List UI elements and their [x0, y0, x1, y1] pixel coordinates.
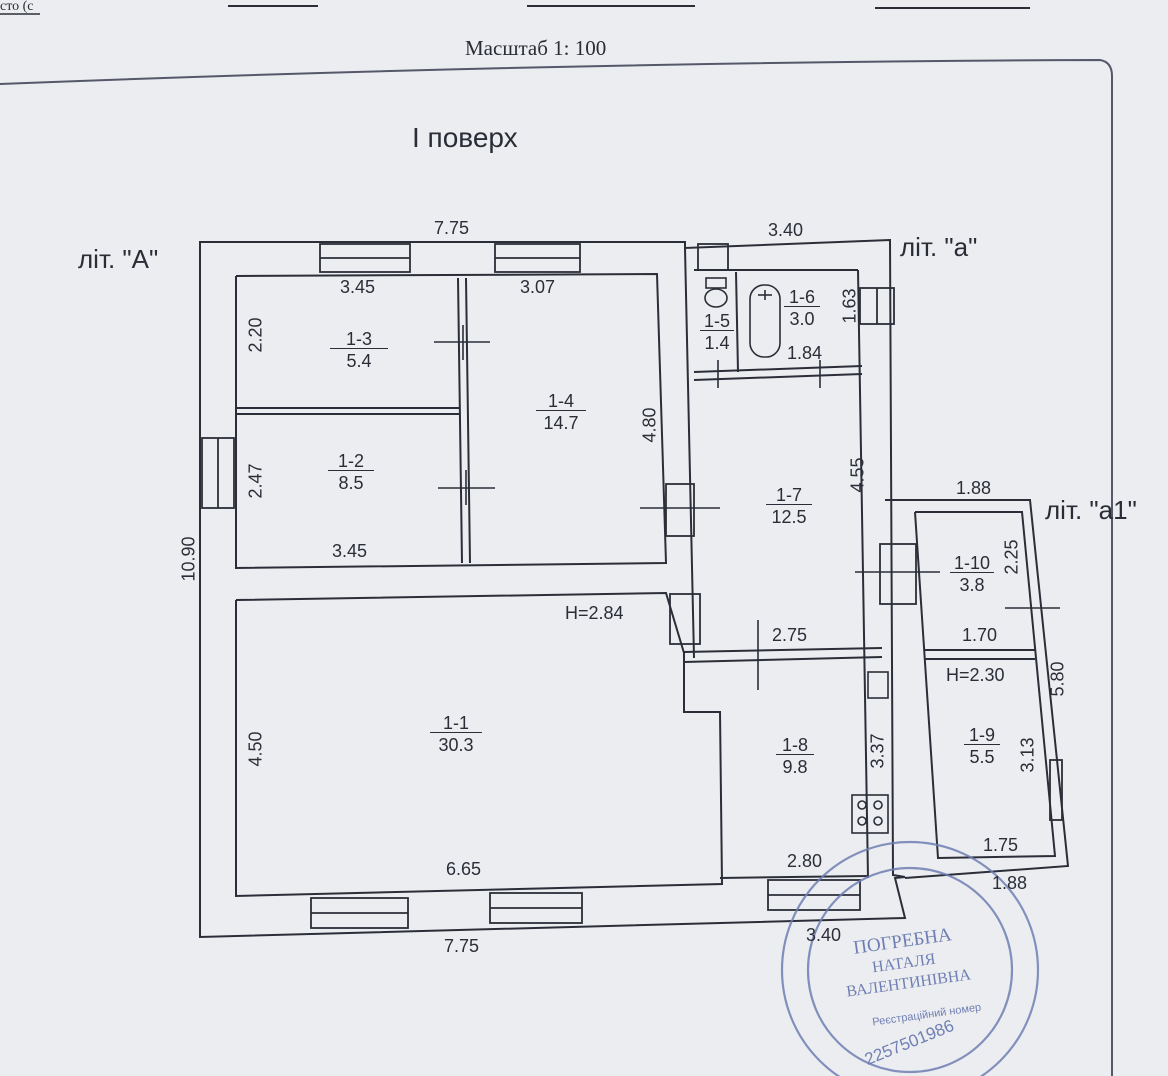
room-1-3: 1-3 5.4 — [330, 330, 388, 370]
room-area: 3.0 — [784, 306, 820, 328]
dim-r19-w: 1.75 — [983, 835, 1019, 855]
dim-r13-h: 2.20 — [245, 317, 266, 353]
dim-r14-h: 4.80 — [639, 407, 660, 443]
dim-a1-total: 5.80 — [1047, 661, 1068, 697]
room-id: 1-8 — [781, 735, 808, 755]
dim-bottom-a: 3.40 — [806, 925, 842, 945]
dim-r110-h: 2.25 — [1001, 539, 1022, 575]
toilet-icon — [704, 288, 728, 308]
room-1-7: 1-7 12.5 — [766, 486, 812, 526]
room-area: 9.8 — [776, 754, 814, 776]
room-1-4: 1-4 14.7 — [536, 392, 586, 432]
dim-left-total: 10.90 — [178, 536, 199, 582]
liter-label-A: літ. "A" — [78, 244, 159, 274]
room-area: 5.4 — [330, 348, 388, 370]
bathtub-icon — [749, 284, 781, 358]
dim-r13-w: 3.45 — [340, 277, 376, 297]
dim-r18-h: 3.37 — [867, 733, 888, 769]
scale-label: Масштаб 1: 100 — [465, 36, 607, 60]
room-id: 1-4 — [547, 391, 574, 411]
notary-stamp — [780, 840, 1040, 1076]
dim-r12-h: 2.47 — [245, 463, 266, 499]
room-id: 1-2 — [337, 451, 364, 471]
header-fragment: сто (с — [0, 0, 34, 14]
height-main: Н=2.84 — [565, 603, 624, 623]
stove-icon — [851, 794, 889, 834]
dim-r110-w: 1.70 — [962, 625, 998, 645]
height-annex: Н=2.30 — [946, 665, 1005, 685]
dim-a1-top: 1.88 — [956, 478, 992, 498]
room-area: 12.5 — [766, 504, 812, 526]
room-1-9: 1-9 5.5 — [964, 726, 1000, 766]
room-area: 1.4 — [700, 330, 734, 352]
dim-r12-w: 3.45 — [332, 541, 368, 561]
liter-label-a: літ. "а" — [900, 232, 978, 262]
dim-top-A: 7.75 — [434, 218, 470, 238]
room-1-6: 1-6 3.0 — [784, 288, 820, 328]
room-1-8: 1-8 9.8 — [776, 736, 814, 776]
room-id: 1-1 — [442, 713, 469, 733]
dim-r17-w: 2.75 — [772, 625, 808, 645]
dim-r17-h: 4.55 — [847, 457, 868, 493]
room-area: 8.5 — [328, 470, 374, 492]
dim-r14-w: 3.07 — [520, 277, 556, 297]
room-area: 14.7 — [536, 410, 586, 432]
dim-top-a: 3.40 — [768, 220, 804, 240]
sink-icon — [867, 671, 889, 699]
room-1-10: 1-10 3.8 — [950, 554, 994, 594]
room-area: 5.5 — [964, 744, 1000, 766]
room-id: 1-7 — [775, 485, 802, 505]
windows — [201, 243, 1063, 929]
dim-r19-h: 3.13 — [1017, 737, 1038, 773]
room-area: 3.8 — [950, 572, 994, 594]
room-1-2: 1-2 8.5 — [328, 452, 374, 492]
dim-r16-w: 1.84 — [787, 343, 823, 363]
dim-r11-h: 4.50 — [245, 731, 266, 767]
room-id: 1-3 — [345, 329, 372, 349]
room-area: 30.3 — [430, 732, 482, 754]
dim-r18-w: 2.80 — [787, 851, 823, 871]
room-1-1: 1-1 30.3 — [430, 714, 482, 754]
liter-label-a1: літ. "а1" — [1045, 495, 1137, 525]
dim-r16-h: 1.63 — [839, 288, 860, 324]
dim-a1-bottom: 1.88 — [992, 873, 1028, 893]
fixtures — [704, 277, 889, 834]
floor-title: І поверх — [412, 122, 518, 153]
room-id: 1-9 — [968, 725, 995, 745]
dim-bottom-A: 7.75 — [444, 936, 480, 956]
room-id: 1-10 — [953, 553, 991, 573]
dim-r11-w: 6.65 — [446, 859, 482, 879]
room-1-5: 1-5 1.4 — [700, 312, 734, 352]
room-id: 1-6 — [788, 287, 815, 307]
room-id: 1-5 — [703, 311, 730, 331]
